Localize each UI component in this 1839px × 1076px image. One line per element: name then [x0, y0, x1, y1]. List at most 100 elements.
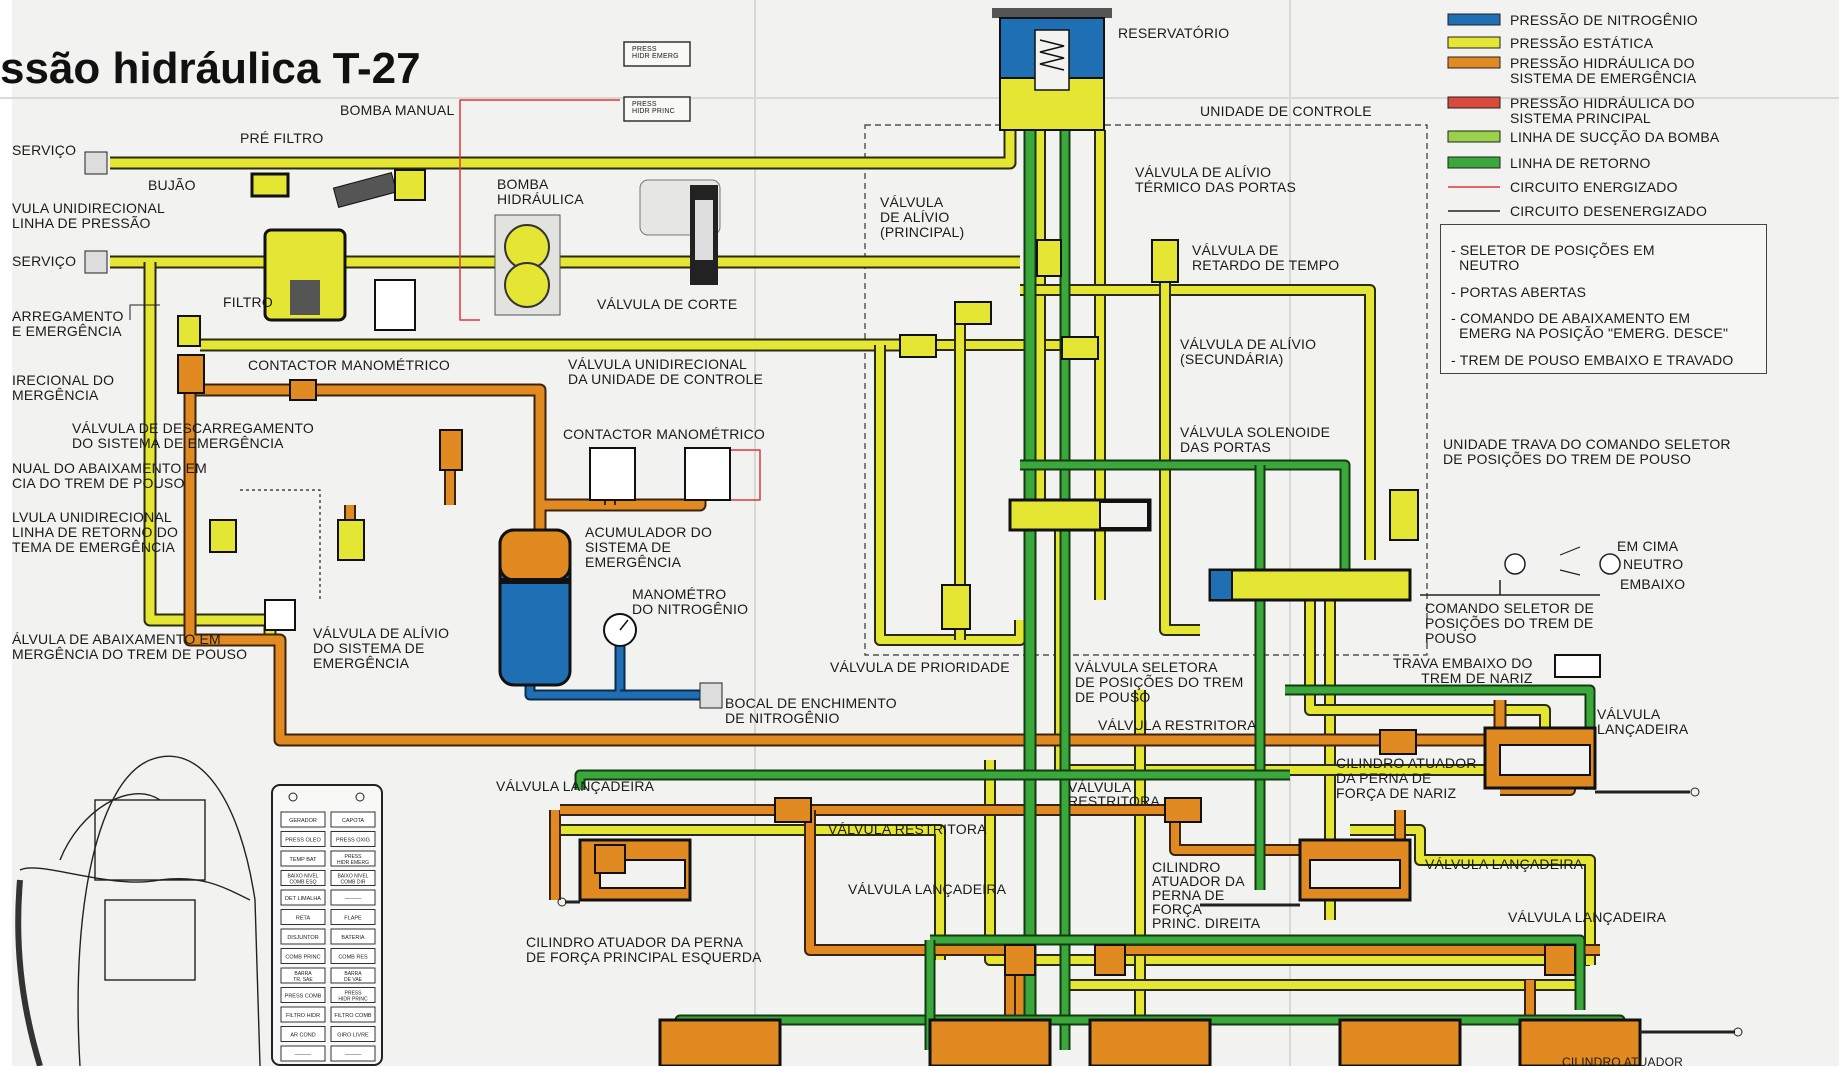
annunciator-light-text: RETA: [296, 916, 311, 922]
annunciator-light-text: COMB ESQ: [290, 880, 317, 886]
static-pressure-lines: [110, 130, 1596, 1015]
nose-actuator-label: CILINDRO ATUADOR DA PERNA DE FORÇA DE NA…: [1336, 755, 1477, 801]
legend-swatch-1: [1447, 36, 1501, 49]
reservoir-label: RESERVATÓRIO: [1118, 25, 1230, 41]
annunciator-light-text: TR. SAE: [293, 977, 313, 983]
shuttle-valve-label-5: VÁLVULA LANÇADEIRA: [1508, 909, 1667, 925]
annunciator-light-text: GIRO LIVRE: [337, 1033, 369, 1039]
service-label-1: SERVIÇO: [12, 142, 77, 158]
control-unit-boundary: [864, 124, 1428, 656]
condition-item: - PORTAS ABERTAS: [1451, 284, 1587, 300]
emergency-relief-valve-label: VÁLVULA DE ALÍVIO DO SISTEMA DE EMERGÊNC…: [313, 625, 450, 671]
annunciator-light-text: PRESS COMB: [285, 994, 322, 1000]
annunciator-light-text: COMB RES: [338, 955, 368, 961]
restrictor-valve-label-3: VÁLVULA RESTRITORA: [828, 821, 987, 837]
annunciator-light: [280, 870, 326, 886]
annunciator-light: [330, 987, 376, 1003]
hydraulic-pump-label: BOMBA HIDRÁULICA: [497, 176, 584, 207]
conditions-box: - SELETOR DE POSIÇÕES EM NEUTRO- PORTAS …: [1440, 224, 1767, 374]
annunciator-light: [280, 909, 326, 925]
annunciator-light-text: CAPOTA: [342, 818, 365, 824]
annunciator-light: [330, 928, 376, 945]
legend-swatch-2: [1447, 56, 1501, 69]
accumulator-label: ACUMULADOR DO SISTEMA DE EMERGÊNCIA: [585, 524, 713, 570]
annunciator-light-text: PRESS: [345, 991, 363, 997]
legend-label: LINHA DE SUCÇÃO DA BOMBA: [1510, 129, 1720, 145]
annunciator-light: [330, 1006, 376, 1023]
annunciator-light-text: TEMP BAT: [290, 857, 318, 863]
annunciator-light: [280, 928, 326, 945]
annunciator-light-text: BARRA: [344, 971, 362, 977]
cutoff-valve: [639, 179, 721, 285]
hand-pump: [332, 169, 426, 209]
annunciator-light: [280, 889, 326, 906]
annunciator-light-text: FILTRO COMB: [334, 1013, 372, 1019]
annunciator-light: [330, 889, 376, 906]
legend-swatch-0: [1447, 13, 1501, 26]
annunciator-light-text: PRESS OXIG: [336, 838, 370, 844]
legend-label: PRESSÃO ESTÁTICA: [1510, 35, 1654, 51]
annunciator-light-text: HIDR EMERG: [337, 860, 369, 866]
annunciator-light-text: FILTRO HIDR: [286, 1013, 320, 1019]
page-title: ssão hidráulica T-27: [0, 44, 421, 93]
legend-label: PRESSÃO HIDRÁULICA DO SISTEMA DE EMERGÊN…: [1510, 55, 1697, 86]
pressure-switch-1: [374, 279, 416, 331]
bottom-actuator-label: CILINDRO ATUADOR: [1562, 1055, 1683, 1069]
annunciator-light: [280, 1026, 326, 1042]
legend-label: PRESSÃO HIDRÁULICA DO SISTEMA PRINCIPAL: [1510, 95, 1695, 126]
annunciator-light-text: BATERIA: [341, 935, 364, 941]
annunciator-light-text: DISJUNTOR: [287, 935, 318, 941]
annunciator-light-text: FLAPE: [344, 916, 362, 922]
nitrogen-lines: [524, 640, 700, 701]
lever-down-label: EMBAIXO: [1620, 576, 1686, 592]
left-main-actuator-label: CILINDRO ATUADOR DA PERNA DE FORÇA PRINC…: [526, 934, 762, 965]
annunciator-light: [330, 870, 376, 886]
cockpit-sketch: [15, 755, 261, 1067]
control-unit-label: UNIDADE DE CONTROLE: [1200, 103, 1372, 119]
right-main-actuator: [1200, 838, 1412, 907]
right-main-actuator-label: CILINDRO ATUADOR DA PERNA DE FORÇA PRINC…: [1152, 859, 1261, 931]
hand-pump-label: BOMBA MANUAL: [340, 102, 455, 118]
gear-selector-valve-label: VÁLVULA SELETORA DE POSIÇÕES DO TREM DE …: [1075, 659, 1244, 705]
main-relief-valve-label: VÁLVULA DE ALÍVIO (PRINCIPAL): [880, 194, 965, 240]
emergency-lowering-valve-label: ÁLVULA DE ABAIXAMENTO EM MERGÊNCIA DO TR…: [12, 631, 248, 662]
selector-control-label: COMANDO SELETOR DE POSIÇÕES DO TREM DE P…: [1425, 600, 1595, 646]
emergency-check-valve-label: IRECIONAL DO MERGÊNCIA: [12, 372, 115, 403]
pre-filter-label: PRÉ FILTRO: [240, 130, 324, 146]
restrictor-valve-label-2: VÁLVULA RESTRITORA: [1068, 779, 1160, 809]
annunciator-light-text: HIDR PRINC: [338, 997, 368, 1003]
reservoir: [992, 8, 1112, 131]
pressure-switches-2: [589, 447, 731, 501]
condition-item: - COMANDO DE ABAIXAMENTO EM EMERG NA POS…: [1451, 310, 1729, 341]
annunciator-light: [330, 1045, 376, 1062]
annunciator-light-text: DE VAE: [344, 977, 363, 983]
nose-downlock-label: TRAVA EMBAIXO DO TREM DE NARIZ: [1393, 655, 1533, 686]
pressure-switch-label-2: CONTACTOR MANOMÉTRICO: [563, 426, 766, 442]
emergency-valves-left: [177, 315, 463, 631]
press-indicators: [623, 41, 691, 122]
pressure-check-valve-label: VULA UNIDIRECIONAL LINHA DE PRESSÃO: [12, 200, 165, 231]
shuttle-valve-label-2: VÁLVULA LANÇADEIRA: [496, 778, 655, 794]
annunciator-light-text: BAIXO NIVEL: [337, 874, 368, 880]
nose-actuator: [1483, 726, 1700, 797]
legend-swatch-4: [1447, 130, 1501, 143]
annunciator-light: [330, 850, 376, 867]
door-solenoid-valve-label: VÁLVULA SOLENOIDE DAS PORTAS: [1180, 424, 1331, 455]
annunciator-light: [330, 967, 376, 984]
annunciator-light: [280, 831, 326, 847]
nitrogen-filler-label: BOCAL DE ENCHIMENTO DE NITROGÊNIO: [725, 695, 897, 726]
bottom-actuators: [658, 1018, 1743, 1068]
filter-label: FILTRO: [223, 294, 273, 310]
shuttle-valve-label-3: VÁLVULA LANÇADEIRA: [1425, 856, 1584, 872]
energized-circuit: [459, 99, 761, 501]
annunciator-light: [280, 1045, 326, 1062]
legend-swatch-5: [1447, 156, 1501, 169]
annunciator-light-text: COMB PRINC: [285, 955, 320, 961]
legend-label: LINHA DE RETORNO: [1510, 155, 1651, 171]
annunciator-light: [330, 909, 376, 925]
filter: [263, 228, 347, 322]
priority-valve-label: VÁLVULA DE PRIORIDADE: [830, 659, 1010, 675]
annunciator-light: [330, 811, 376, 828]
annunciator-light-text: DET LIMALHA: [285, 896, 321, 902]
